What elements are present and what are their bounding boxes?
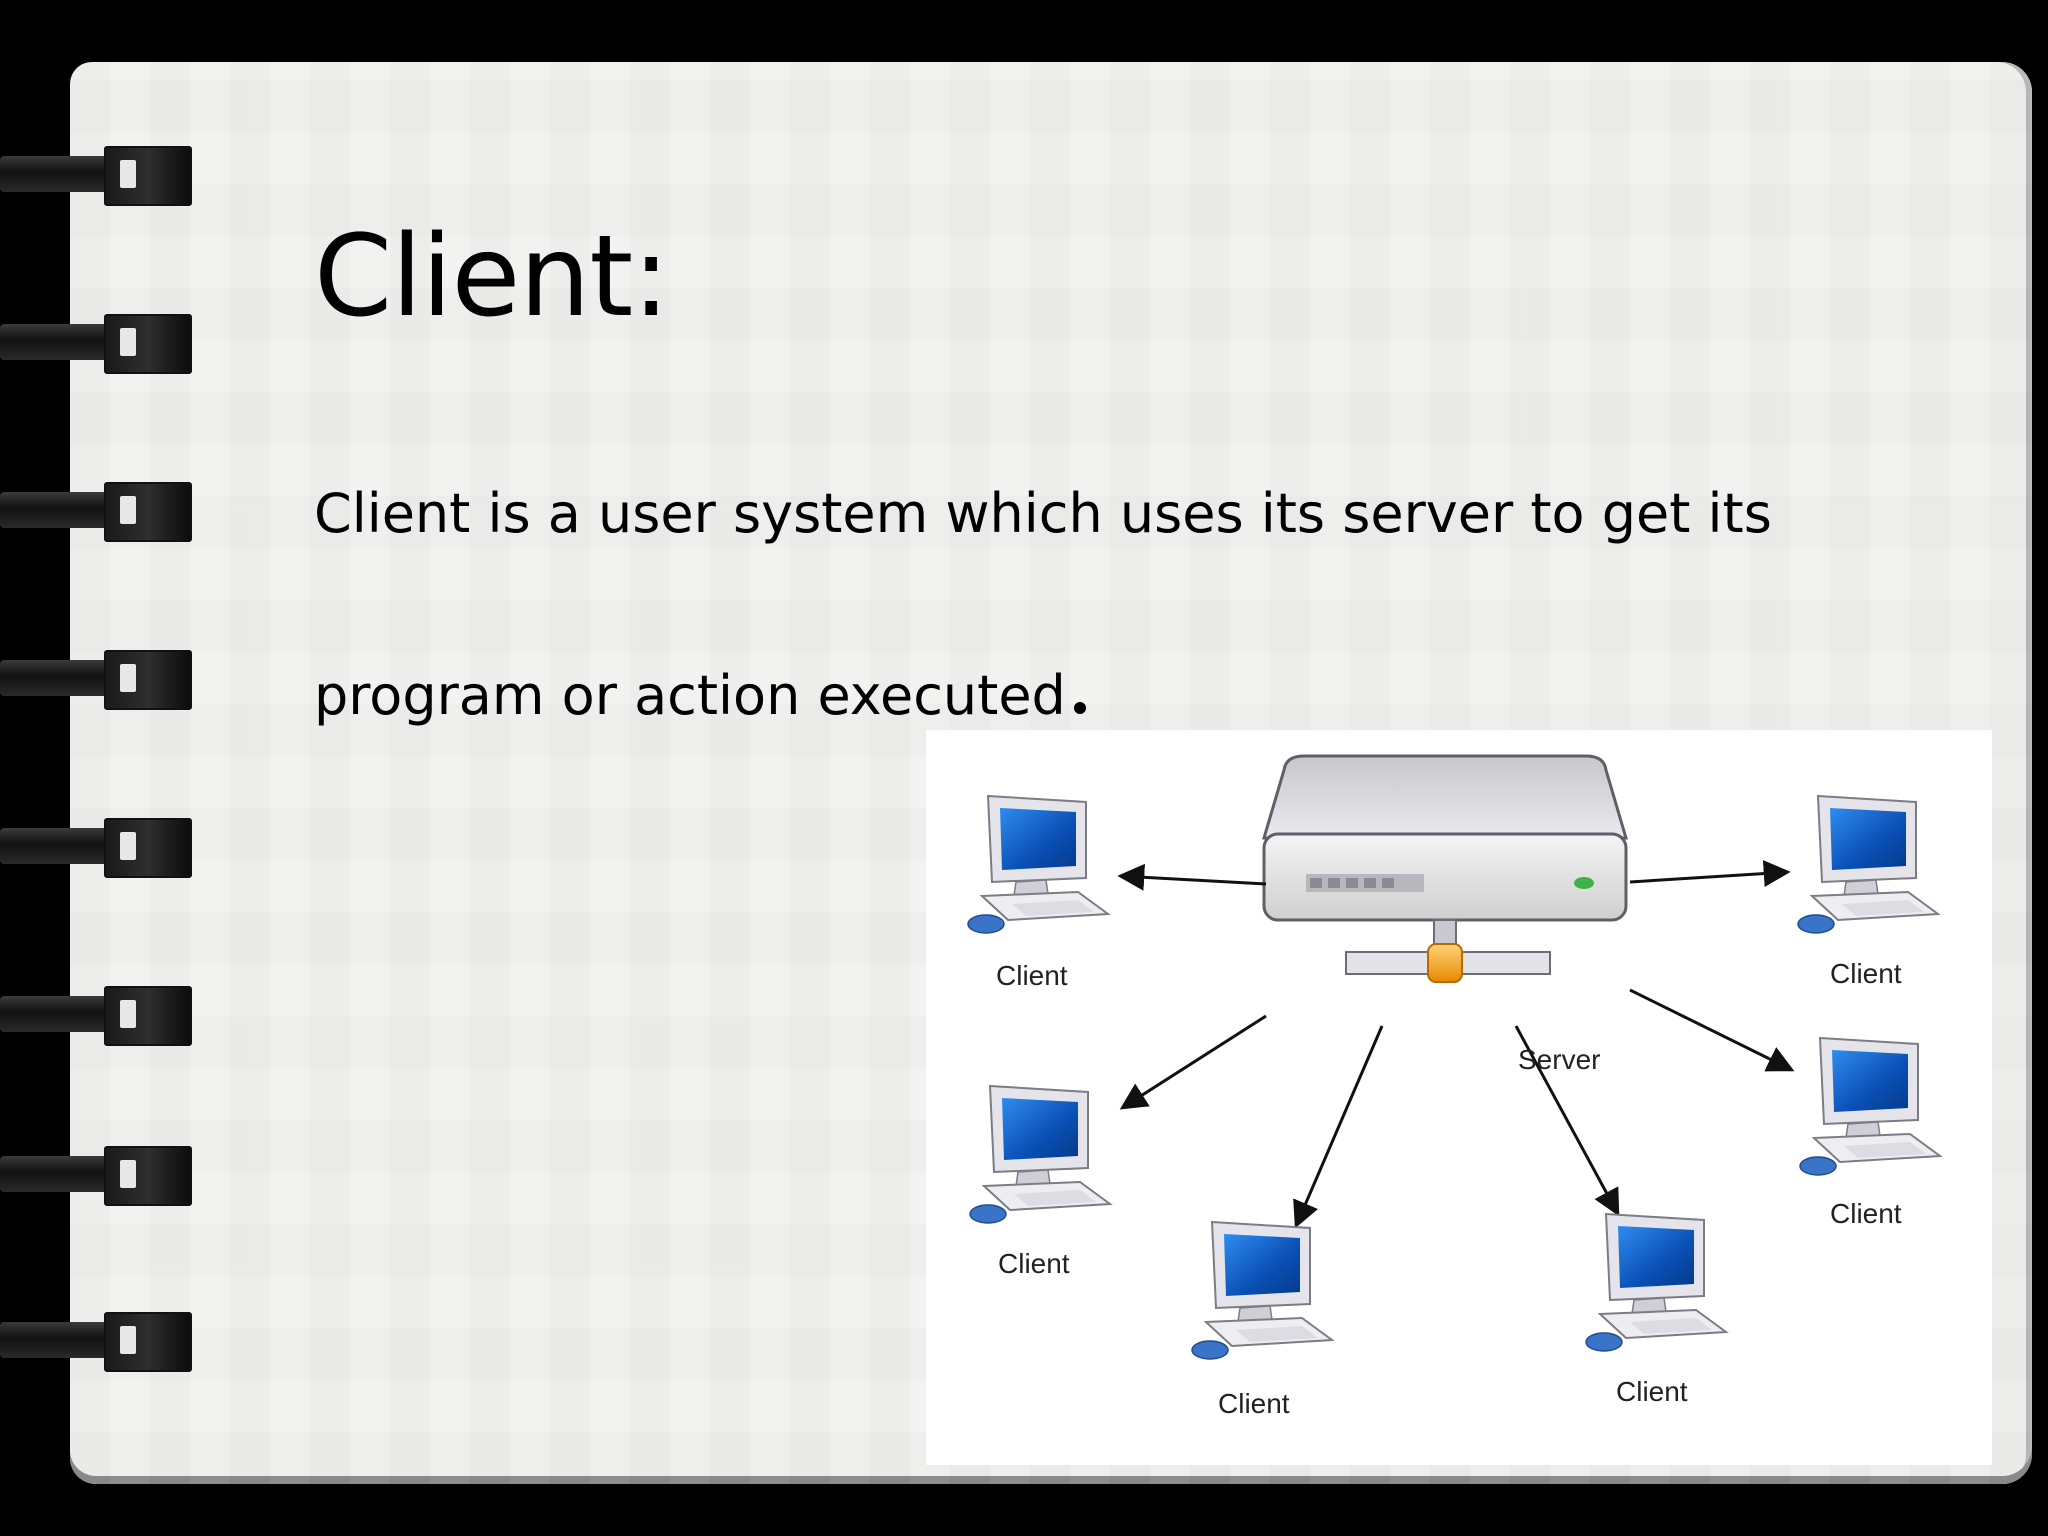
client-label-mid-right: Client bbox=[1830, 1198, 1902, 1229]
body-text-line-2-content: program or action executed bbox=[314, 664, 1066, 727]
arrow-to-client-bottom-left bbox=[1293, 1025, 1384, 1229]
binding-ring bbox=[0, 986, 192, 1046]
period-dot bbox=[1073, 702, 1086, 714]
client-computer-bottom-left bbox=[1191, 1221, 1333, 1360]
diagram-svg bbox=[967, 754, 1941, 1360]
server-icon bbox=[1261, 754, 1629, 983]
connection-arrows bbox=[1117, 860, 1795, 1229]
client-computer-top-right bbox=[1797, 795, 1939, 934]
arrow-to-client-mid-left bbox=[1119, 1014, 1267, 1110]
binding-ring bbox=[0, 146, 192, 206]
binding-ring bbox=[0, 818, 192, 878]
binding-ring bbox=[0, 1312, 192, 1372]
client-server-diagram: Server Client Client Client Client Clien… bbox=[926, 730, 1992, 1465]
arrow-to-client-top-left bbox=[1117, 863, 1267, 891]
client-computer-mid-left bbox=[969, 1085, 1111, 1224]
body-text-line-1: Client is a user system which uses its s… bbox=[314, 482, 1772, 545]
client-computer-top-left bbox=[967, 795, 1109, 934]
client-computer-bottom-right bbox=[1585, 1213, 1727, 1352]
body-text-line-2: program or action executed bbox=[314, 664, 1086, 727]
binding-ring bbox=[0, 314, 192, 374]
client-label-top-right: Client bbox=[1830, 958, 1902, 989]
client-computer-mid-right bbox=[1799, 1037, 1941, 1176]
client-label-bottom-left: Client bbox=[1218, 1388, 1290, 1419]
client-label-bottom-right: Client bbox=[1616, 1376, 1688, 1407]
arrow-to-client-mid-right bbox=[1629, 988, 1795, 1072]
arrow-to-client-bottom-right bbox=[1514, 1025, 1620, 1217]
arrow-to-client-top-right bbox=[1629, 860, 1791, 888]
binding-ring bbox=[0, 1146, 192, 1206]
slide-page: Client: Client is a user system which us… bbox=[70, 62, 2032, 1484]
client-label-top-left: Client bbox=[996, 960, 1068, 991]
server-label: Server bbox=[1518, 1044, 1601, 1075]
slide-title: Client: bbox=[314, 212, 670, 342]
client-label-mid-left: Client bbox=[998, 1248, 1070, 1279]
binding-ring bbox=[0, 650, 192, 710]
binding-ring bbox=[0, 482, 192, 542]
